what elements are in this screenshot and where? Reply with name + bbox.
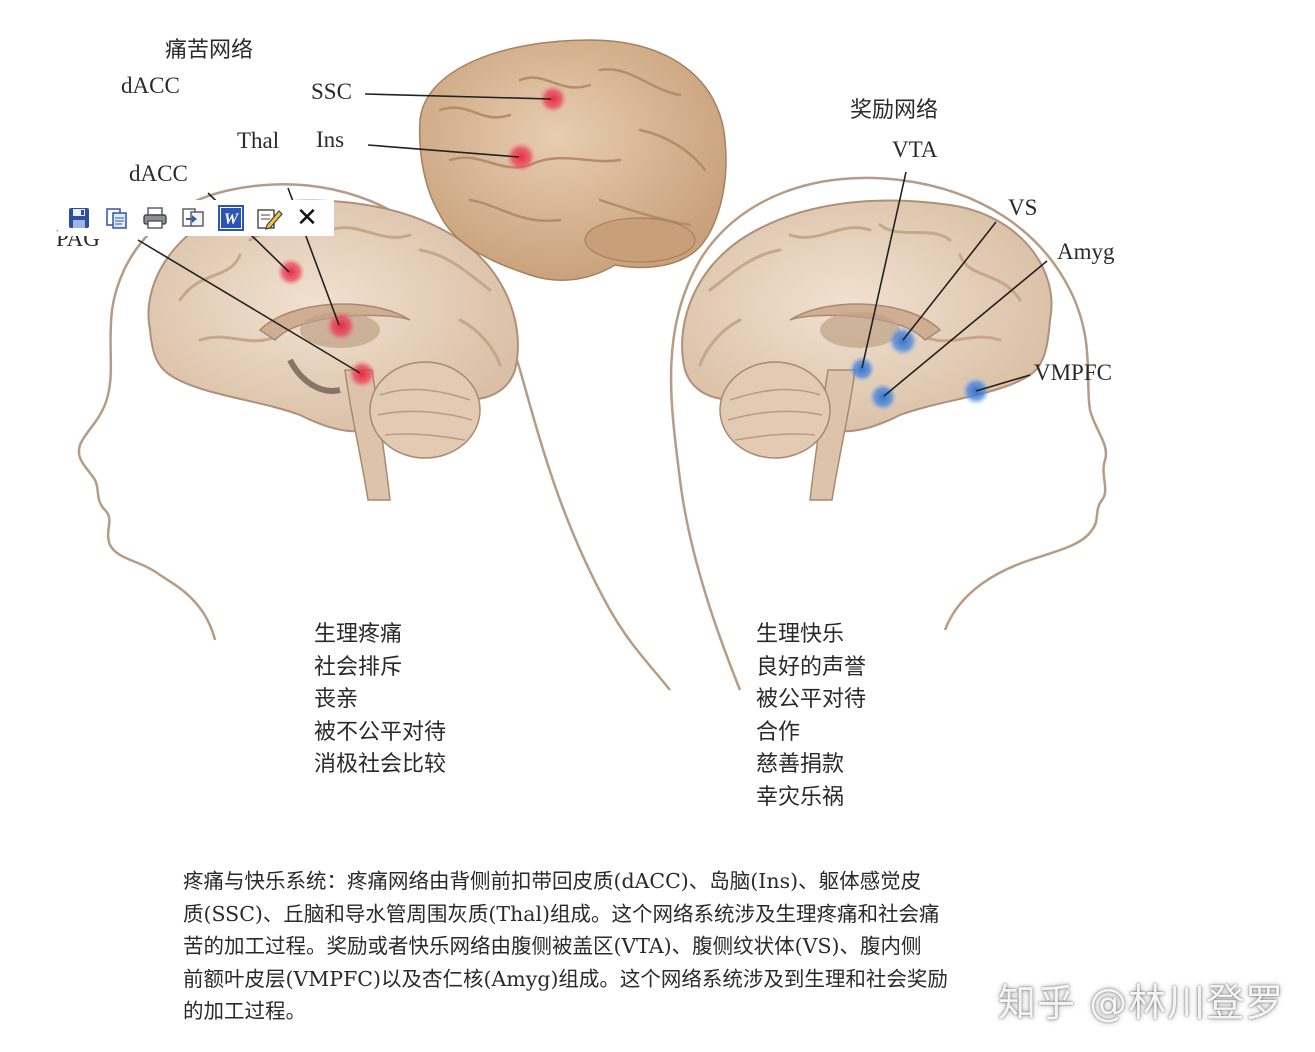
label-ins: Ins: [316, 127, 345, 152]
figure-caption: 疼痛与快乐系统：疼痛网络由背侧前扣带回皮质(dACC)、岛脑(Ins)、躯体感觉…: [183, 865, 1088, 1028]
lateral-brain: [418, 39, 727, 281]
reward-list: 生理快乐 良好的声誉 被公平对待 合作 慈善捐款 幸灾乐祸: [756, 619, 866, 814]
image-toolbar: W ✕: [58, 200, 334, 236]
label-thal: Thal: [237, 128, 280, 153]
word-icon[interactable]: W: [216, 203, 246, 233]
caption-line: 质(SSC)、丘脑和导水管周围灰质(Thal)组成。这个网络系统涉及生理疼痛和社…: [183, 901, 940, 926]
ins-marker: [506, 142, 536, 172]
reward-list-item: 幸灾乐祸: [756, 784, 845, 810]
pain-list-item: 消极社会比较: [314, 752, 447, 777]
right-medial-brain: [681, 199, 1053, 501]
print-icon[interactable]: [140, 203, 170, 233]
caption-line: 前额叶皮层(VMPFC)以及杏仁核(Amyg)组成。这个网络系统涉及到生理和社会…: [183, 966, 948, 991]
svg-text:W: W: [224, 211, 240, 228]
close-icon[interactable]: ✕: [296, 203, 318, 233]
amyg-marker: [869, 383, 897, 411]
pain-list-item: 生理疼痛: [314, 622, 403, 647]
reward-list-item: 慈善捐款: [756, 752, 845, 777]
edit-icon[interactable]: [254, 203, 284, 233]
label-amyg: Amyg: [1057, 239, 1115, 264]
save-icon[interactable]: [64, 203, 94, 233]
ssc-marker: [539, 85, 567, 113]
reward-list-item: 良好的声誉: [756, 654, 867, 680]
caption-line: 的加工过程。: [183, 999, 306, 1023]
dacc-marker: [277, 258, 305, 286]
export-icon[interactable]: [178, 203, 208, 233]
caption-line: 苦的加工过程。奖励或者快乐网络由腹侧被盖区(VTA)、腹侧纹状体(VS)、腹内侧: [183, 934, 922, 958]
label-vmpfc: VMPFC: [1034, 360, 1112, 385]
left-head-outline: [77, 183, 671, 691]
label-vta: VTA: [892, 137, 938, 162]
reward-list-item: 被公平对待: [756, 687, 867, 712]
vta-marker: [849, 356, 875, 382]
reward-network-title: 奖励网络: [850, 98, 939, 123]
reward-list-item: 生理快乐: [756, 622, 845, 647]
pain-list-item: 丧亲: [314, 687, 359, 712]
label-vs: VS: [1008, 195, 1038, 220]
pag-marker: [348, 360, 376, 388]
label-ssc: SSC: [311, 79, 352, 104]
pain-list: 生理疼痛 社会排斥 丧亲 被不公平对待 消极社会比较: [314, 619, 446, 782]
pain-network-title: 痛苦网络: [165, 38, 254, 63]
right-head-outline: [669, 176, 1108, 691]
pain-list-item: 社会排斥: [314, 654, 403, 680]
pain-list-item: 被不公平对待: [314, 719, 447, 745]
reward-list-item: 合作: [756, 719, 801, 745]
watermark: 知乎 @林川登罗: [998, 981, 1285, 1025]
caption-line: 疼痛与快乐系统：疼痛网络由背侧前扣带回皮质(dACC)、岛脑(Ins)、躯体感觉…: [183, 869, 922, 893]
vs-marker: [888, 326, 918, 356]
thal-marker: [326, 311, 356, 341]
left-medial-brain: [147, 199, 519, 501]
copy-icon[interactable]: [102, 203, 132, 233]
label-dacc: dACC: [129, 161, 188, 186]
label-dacc-top: dACC: [121, 73, 180, 98]
